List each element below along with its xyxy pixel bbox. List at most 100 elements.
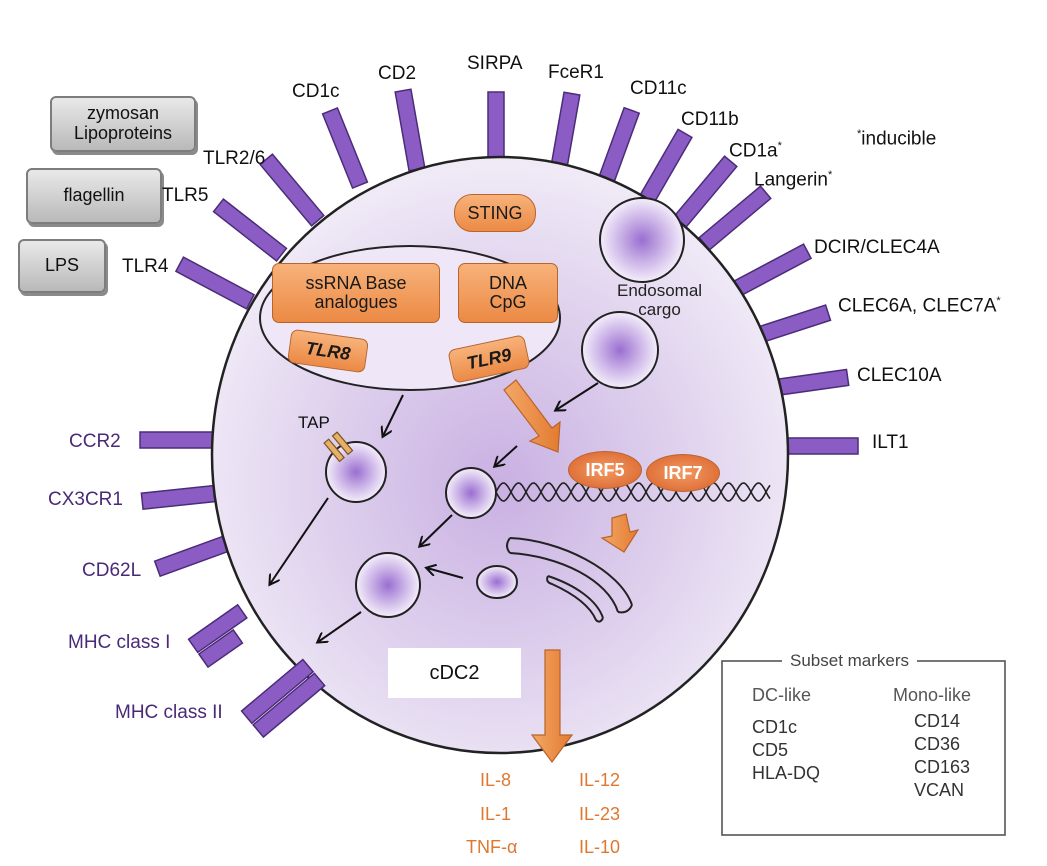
- endosomal-line1: Endosomal: [617, 281, 703, 300]
- cytokine-il23: IL-23: [579, 804, 621, 824]
- ssrna-line2: analogues: [314, 292, 398, 312]
- cell-name-box: cDC2: [388, 648, 521, 698]
- vesicle-lower: [355, 552, 421, 618]
- receptor-dcir-bar: [731, 243, 813, 297]
- label-cd1c: CD1c: [292, 81, 340, 102]
- legend-mono-item: CD163: [914, 757, 971, 777]
- ssrna-line1: ssRNA Base: [305, 273, 407, 294]
- cytokine-tnfa: TNF-α: [466, 837, 518, 857]
- trafficking-arrows: [270, 382, 599, 642]
- receptor-tlr5-bar: [212, 198, 288, 262]
- ligand-flagellin: flagellin: [26, 168, 162, 224]
- legend-mono-item: CD14: [914, 711, 961, 731]
- ligand-lps: LPS: [18, 239, 106, 293]
- irf5-label: IRF5: [585, 459, 625, 480]
- arrow-to-lower-vesicle: [420, 514, 453, 546]
- dna-line2: CpG: [489, 292, 527, 312]
- legend-mono-item: CD36: [914, 734, 961, 754]
- orange-arrow-cytokines: [530, 649, 574, 764]
- cytokine-il10: IL-10: [579, 837, 621, 857]
- label-ilt1: ILT1: [872, 432, 909, 453]
- sting-pill: STING: [454, 194, 536, 232]
- legend-dc-item: HLA-DQ: [752, 763, 821, 783]
- arrow-tiny-to-lower: [427, 568, 464, 579]
- tap-transporter-icon: [323, 431, 354, 463]
- ssrna-box: ssRNA Base analogues: [272, 263, 440, 323]
- orange-arrow-irf-down: [600, 513, 640, 553]
- ligand-zymosan-line2: Lipoproteins: [73, 123, 173, 143]
- legend-title: Subset markers: [782, 651, 918, 671]
- label-clec10a: CLEC10A: [857, 365, 942, 386]
- irf5-pill: IRF5: [568, 451, 642, 489]
- legend-dc-item: CD5: [752, 740, 789, 760]
- legend-mono-item: VCAN: [914, 780, 965, 800]
- label-tap: TAP: [298, 413, 330, 432]
- receptor-tlr2-6-bar: [259, 153, 325, 227]
- arrow-to-mhc-ii: [318, 611, 362, 642]
- sting-label: STING: [467, 202, 523, 223]
- vesicle-tiny: [476, 565, 518, 599]
- receptor-bars: [139, 88, 859, 578]
- cytokine-il12: IL-12: [579, 770, 621, 790]
- arrow-vesicle-to-nucleus: [556, 382, 599, 410]
- cytokine-il8: IL-8: [480, 770, 512, 790]
- label-sirpa: SIRPA: [467, 53, 523, 74]
- mhc-class-i-bar: [187, 603, 248, 669]
- label-cd1a: CD1a*: [729, 140, 782, 162]
- arrow-to-mhc-i: [270, 497, 329, 584]
- ligand-flagellin-label: flagellin: [63, 185, 125, 206]
- ligand-lps-label: LPS: [44, 255, 80, 276]
- cytokine-il1: IL-1: [480, 804, 512, 824]
- legend-mono-like-list: CD14 CD36 CD163 VCAN: [914, 712, 970, 804]
- label-cd62l: CD62L: [82, 560, 142, 581]
- label-endosomal-cargo: Endosomal cargo: [617, 281, 703, 319]
- mhc-bars: [187, 603, 326, 739]
- receptor-cd2-bar: [394, 88, 426, 172]
- irf7-pill: IRF7: [646, 454, 720, 492]
- label-cd2: CD2: [378, 63, 417, 84]
- label-tlr4: TLR4: [122, 256, 169, 277]
- ligand-zymosan-line1: zymosan: [86, 103, 160, 124]
- vesicle-small: [445, 467, 497, 519]
- tlr8-label: TLR8: [304, 337, 352, 364]
- label-cx3cr1: CX3CR1: [48, 489, 123, 510]
- ligand-zymosan-lipoproteins: zymosan Lipoproteins: [50, 96, 196, 152]
- arrow-endosome-to-tap: [383, 394, 404, 436]
- legend-mono-like-header: Mono-like: [893, 685, 972, 705]
- mhc-class-ii-bar: [240, 658, 326, 739]
- label-mhc-class-i: MHC class I: [68, 632, 171, 653]
- label-inducible-note: *inducible: [857, 128, 937, 150]
- dna-helix-icon: [495, 482, 771, 502]
- arrow-to-small-vesicle: [495, 445, 518, 466]
- legend-dc-like-list: CD1c CD5 HLA-DQ: [752, 718, 820, 787]
- label-cd11b: CD11b: [681, 109, 739, 130]
- receptor-tlr4-bar: [174, 256, 256, 310]
- endosomal-line2: cargo: [638, 299, 681, 319]
- endosomal-vesicle-mid: [581, 311, 659, 389]
- legend-dc-like-header: DC-like: [752, 685, 812, 705]
- label-tlr5: TLR5: [162, 185, 209, 206]
- receptor-cd11b-bar: [637, 128, 693, 208]
- label-ccr2: CCR2: [69, 431, 121, 452]
- receptor-cd1c-bar: [321, 106, 369, 190]
- label-fcer1: FceR1: [548, 62, 604, 83]
- legend-dc-item: CD1c: [752, 717, 798, 737]
- orange-arrow-tlr9-to-irf: [503, 379, 561, 453]
- receptor-ilt1-bar: [777, 437, 859, 455]
- receptor-ccr2-bar: [139, 431, 223, 449]
- cell-name-label: cDC2: [429, 661, 480, 684]
- endosomal-vesicle-top: [599, 197, 685, 283]
- label-clec6a-clec7a: CLEC6A, CLEC7A*: [838, 295, 1001, 317]
- label-cd11c: CD11c: [630, 78, 687, 99]
- signalling-arrows: [503, 379, 640, 764]
- label-langerin: Langerin*: [754, 169, 833, 191]
- irf7-label: IRF7: [663, 462, 703, 483]
- dna-line1: DNA: [488, 273, 527, 294]
- dna-cpg-box: DNA CpG: [458, 263, 558, 323]
- label-dcir-clec4a: DCIR/CLEC4A: [814, 237, 940, 258]
- label-tlr2-6: TLR2/6: [203, 148, 266, 169]
- golgi-icon: [506, 537, 633, 623]
- receptor-cx3cr1-bar: [140, 484, 224, 510]
- label-mhc-class-ii: MHC class II: [115, 702, 223, 723]
